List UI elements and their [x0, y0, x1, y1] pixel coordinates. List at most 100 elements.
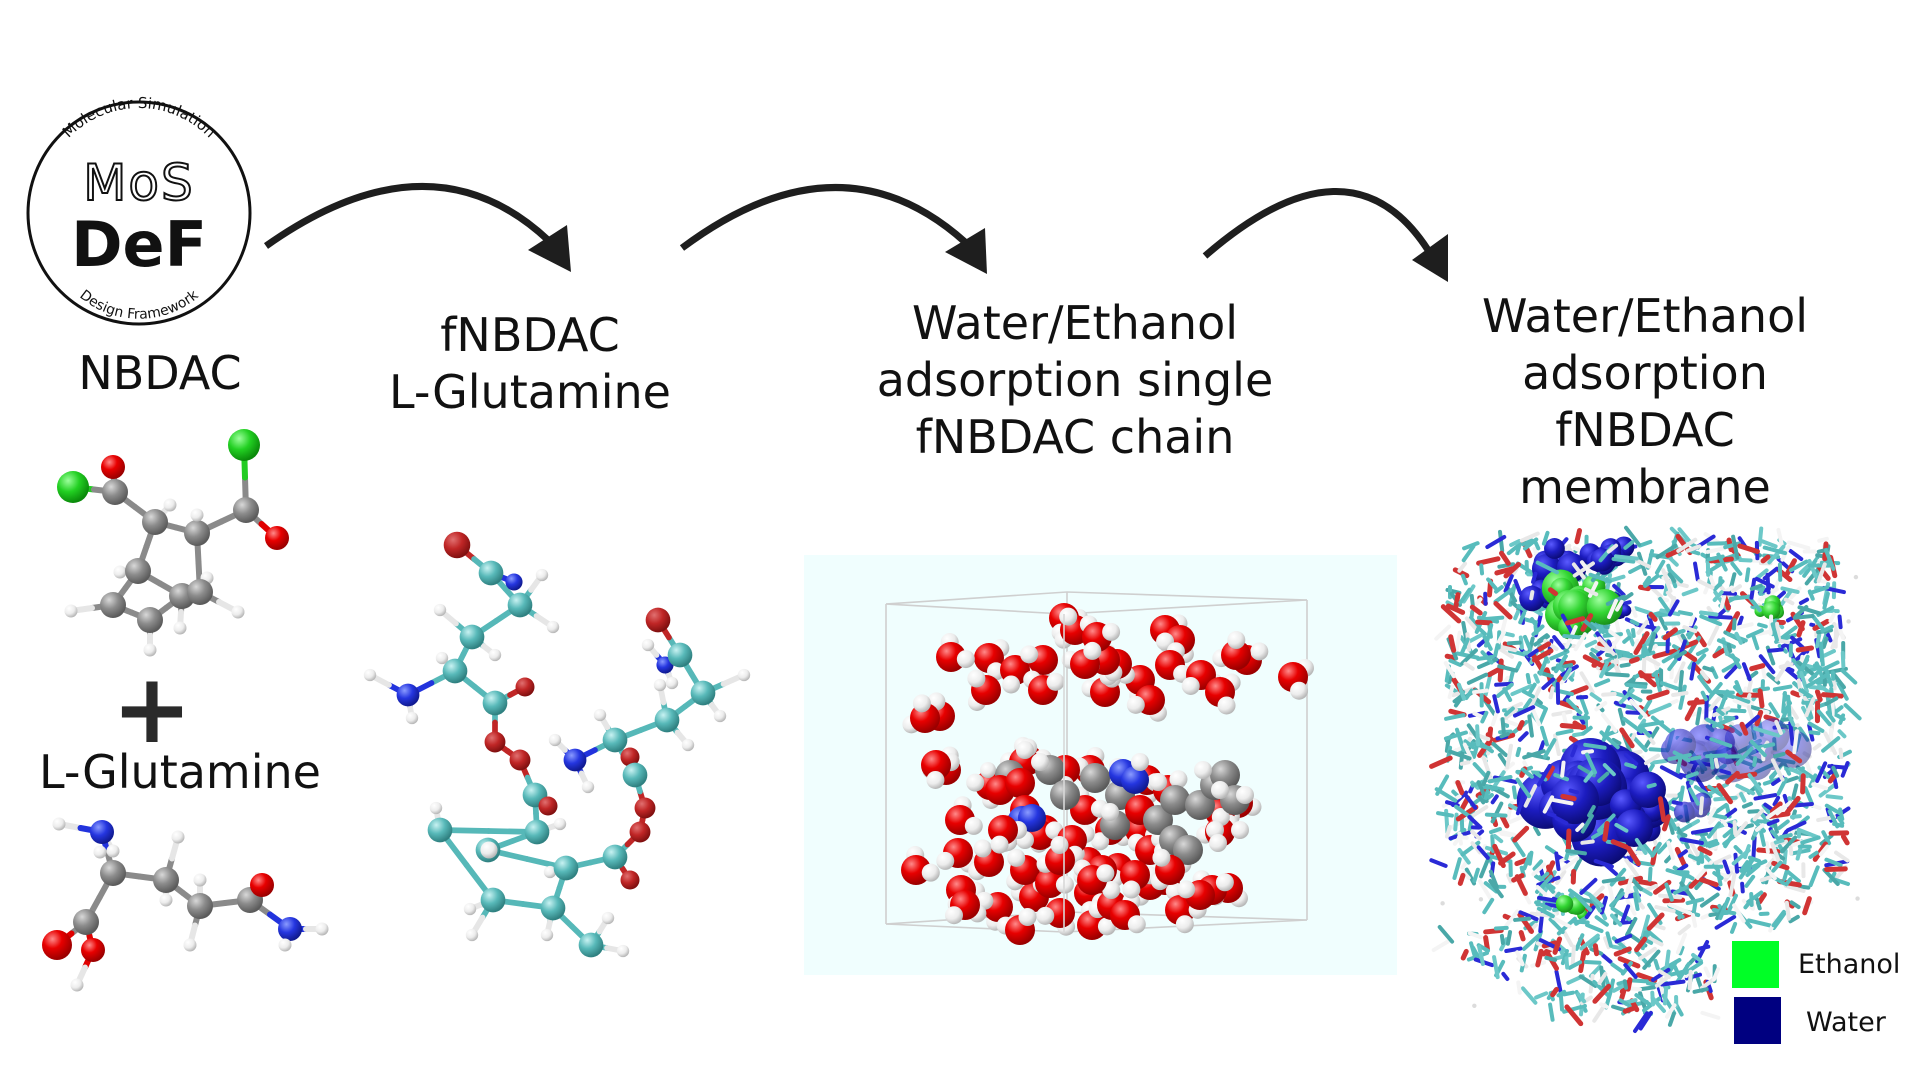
solvent-atom	[1122, 880, 1141, 899]
solvent-atom	[1020, 645, 1039, 664]
membrane-bond	[1821, 830, 1832, 846]
membrane-bond	[1820, 624, 1834, 634]
membrane-bond	[1518, 610, 1527, 625]
membrane-bond	[1604, 672, 1630, 678]
membrane-bond	[1770, 622, 1780, 643]
membrane-bond	[1498, 529, 1505, 553]
membrane-bond	[1702, 665, 1715, 673]
membrane-bond	[1822, 591, 1830, 610]
atom	[265, 526, 289, 550]
membrane-bond	[1800, 773, 1806, 795]
membrane-bond	[1676, 537, 1698, 553]
membrane-bond	[1477, 944, 1485, 966]
membrane-bond	[1673, 650, 1687, 660]
membrane-bond	[1550, 797, 1574, 806]
membrane-bond	[1631, 606, 1638, 618]
membrane-bond	[1754, 823, 1765, 832]
membrane-bond	[1560, 793, 1577, 802]
solvent-atom	[1250, 642, 1269, 661]
membrane-bond	[1674, 846, 1688, 869]
solvent-atom	[1221, 640, 1251, 670]
membrane-bond	[1459, 760, 1471, 766]
atom	[553, 817, 567, 831]
membrane-bond	[1776, 777, 1788, 796]
surface-lobe	[1558, 590, 1591, 623]
membrane-bond	[1712, 590, 1724, 603]
membrane-bond	[1636, 619, 1649, 635]
solvent-atom	[1007, 848, 1026, 867]
membrane-bond	[1732, 698, 1752, 709]
membrane-bond	[1624, 875, 1634, 899]
membrane-bond	[1505, 743, 1514, 770]
membrane-bond	[1469, 604, 1483, 616]
membrane-bond	[1746, 918, 1773, 928]
membrane-bond	[1574, 528, 1583, 545]
membrane-bond	[1562, 667, 1573, 681]
membrane-bond	[1735, 783, 1756, 796]
solvent-atom	[1143, 805, 1173, 835]
membrane-bond	[1477, 657, 1499, 670]
membrane-bond	[1553, 733, 1561, 757]
membrane-bond	[1700, 838, 1712, 849]
membrane-bond	[1621, 904, 1631, 923]
membrane-bond	[1483, 927, 1504, 935]
membrane-bond	[1705, 753, 1729, 759]
membrane-bond	[1585, 922, 1604, 934]
membrane-bond	[1733, 845, 1743, 855]
membrane-bond	[1492, 955, 1500, 980]
solvent-atom	[1290, 681, 1309, 700]
membrane-bond	[1633, 638, 1640, 652]
membrane-bond	[1682, 625, 1698, 634]
membrane-bond	[1625, 916, 1638, 937]
membrane-bond	[1725, 770, 1740, 785]
label-line: L-Glutamine	[39, 745, 321, 799]
membrane-bond	[1824, 803, 1842, 816]
membrane-bond	[1552, 635, 1565, 650]
membrane-bond	[1661, 568, 1673, 593]
membrane-bond	[1588, 936, 1600, 949]
membrane-bond	[1622, 979, 1629, 990]
membrane-bond	[1767, 647, 1784, 653]
membrane-bond	[1784, 795, 1801, 815]
membrane-bond	[1467, 931, 1483, 940]
solvent-atom	[1018, 908, 1037, 927]
membrane-bond	[1691, 952, 1703, 963]
membrane-bond	[1480, 710, 1489, 724]
label-line: fNBDAC	[1555, 403, 1735, 457]
l-glutamine-molecule	[42, 817, 329, 992]
solvent-atom	[1121, 766, 1149, 794]
membrane-bond	[1533, 929, 1544, 952]
membrane-bond	[1451, 789, 1460, 798]
membrane-bond	[1642, 949, 1661, 970]
membrane-bond	[1535, 948, 1544, 968]
membrane-bond	[1808, 585, 1830, 595]
membrane-bond	[1544, 845, 1557, 855]
membrane-bond	[1441, 794, 1462, 808]
membrane-bond	[1717, 576, 1723, 587]
membrane-bond	[1444, 713, 1466, 721]
atom	[505, 573, 523, 591]
membrane-bond	[1747, 773, 1764, 794]
membrane-bond	[1618, 998, 1629, 1007]
atom	[427, 817, 453, 843]
membrane-bond	[1753, 784, 1763, 799]
membrane-bond	[1675, 753, 1683, 775]
membrane-bond	[1840, 834, 1850, 846]
atom	[681, 738, 695, 752]
membrane-bond	[1481, 785, 1499, 791]
membrane-bond	[1597, 771, 1610, 783]
arrow-step-3	[1202, 188, 1448, 282]
membrane-bond	[1822, 867, 1840, 886]
membrane-bond	[1637, 539, 1653, 548]
membrane-bond	[1506, 544, 1520, 556]
membrane-bond	[1783, 883, 1806, 893]
membrane-bond	[1664, 949, 1671, 973]
membrane-bond	[1673, 661, 1686, 684]
atom	[553, 855, 579, 881]
membrane-bond	[1662, 627, 1678, 641]
membrane-bond	[1599, 895, 1608, 915]
membrane-bond	[1804, 566, 1821, 586]
membrane-bond	[1461, 544, 1476, 563]
membrane-bond	[1544, 955, 1558, 962]
membrane-bond	[1505, 815, 1524, 825]
